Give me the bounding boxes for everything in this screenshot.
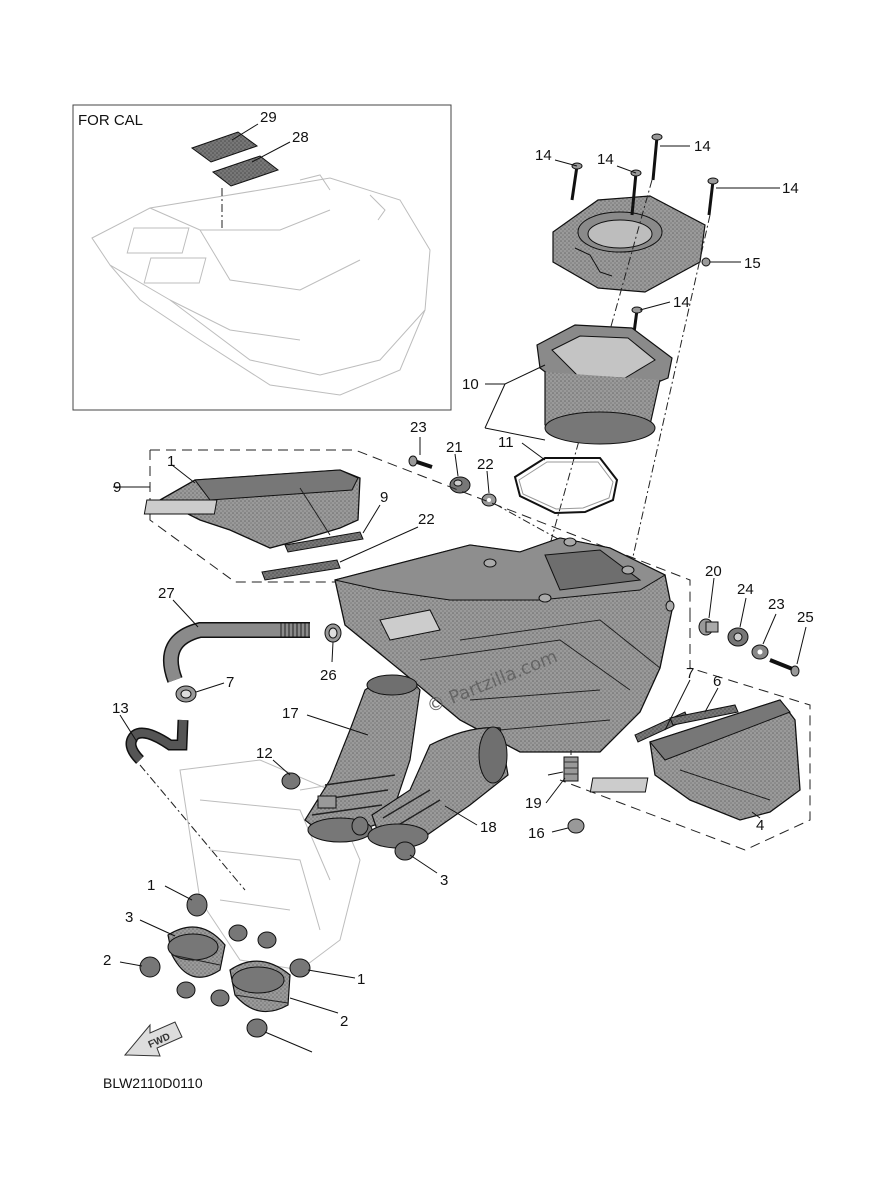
bolt-14 (651, 133, 663, 181)
label-sheet-28 (211, 155, 280, 187)
callout-24: 23 (768, 596, 785, 613)
clamp-17 (281, 772, 301, 790)
bolt-23 (408, 455, 433, 469)
connector-part (317, 795, 369, 836)
callout-7: 7 (686, 665, 694, 682)
callout-23: 23 (410, 419, 427, 436)
callout-18: 19 (525, 795, 542, 812)
washer-24 (751, 644, 769, 660)
gasket-11 (513, 457, 619, 515)
callout-14: 14 (535, 147, 552, 164)
callout-16: 3 (440, 872, 448, 889)
clamp-19 (567, 818, 585, 834)
small-clamp (257, 931, 277, 949)
callout-3: 2 (103, 952, 111, 969)
callout-14: 14 (597, 151, 614, 168)
callout-12: 18 (480, 819, 497, 836)
grommet-20 (727, 627, 749, 647)
callout-4: 13 (112, 700, 129, 717)
fwd-arrow: FWD (123, 1021, 183, 1057)
for-cal-inset: FOR CAL 29 28 (72, 104, 452, 411)
callout-22: 22 (477, 456, 494, 473)
callout-20: 24 (737, 581, 754, 598)
callout-13: 17 (282, 705, 299, 722)
funnel-10 (536, 324, 673, 445)
joint-1 (167, 926, 226, 978)
bolt-14 (707, 177, 719, 216)
callout-14: 14 (782, 180, 799, 197)
clamp-3 (139, 956, 161, 978)
callout-19: 16 (528, 825, 545, 842)
airbox-main (334, 537, 675, 753)
callout-28: 28 (292, 129, 309, 146)
callout-14: 14 (673, 294, 690, 311)
clamp-27 (324, 623, 342, 643)
bolt-14-group (570, 133, 719, 349)
callout-1: 9 (113, 479, 121, 496)
callout-27: 26 (320, 667, 337, 684)
clamp-2 (289, 958, 311, 978)
callout-6: 4 (756, 817, 764, 834)
callout-29: 29 (260, 109, 277, 126)
dashed-group-left (149, 450, 335, 583)
callout-21: 21 (446, 439, 463, 456)
small-clamp (210, 989, 230, 1007)
clamp-3 (186, 893, 208, 917)
small-clamp (176, 981, 196, 999)
intake-duct-12 (367, 726, 509, 849)
inset-airbox-ghost (91, 174, 431, 396)
bolt-14 (630, 169, 642, 216)
joint-1 (229, 960, 291, 1013)
callout-22: 20 (705, 563, 722, 580)
callout-25: 27 (158, 585, 175, 602)
clamp-16 (394, 841, 416, 861)
inset-label: FOR CAL (78, 112, 143, 129)
callout-9: 22 (418, 511, 435, 528)
callout-23: 25 (797, 609, 814, 626)
clamp-26 (175, 685, 197, 703)
cover-8 (143, 469, 361, 549)
strip-7 (669, 704, 739, 726)
bolt-14 (570, 162, 583, 201)
callout-11: 11 (498, 434, 514, 451)
callout-1: 3 (125, 909, 133, 926)
callout-1: 2 (340, 1013, 348, 1030)
callout-2: 1 (357, 971, 365, 988)
hose-4 (125, 719, 189, 764)
bolt-23 (769, 658, 800, 677)
small-clamp (228, 924, 248, 942)
callout-9: 9 (380, 489, 388, 506)
grommet-21 (449, 476, 471, 494)
callout-26: 7 (226, 674, 234, 691)
hose-25 (163, 622, 310, 683)
callout-7: 6 (713, 673, 721, 690)
callout-8: 1 (167, 453, 175, 470)
callout-17: 12 (256, 745, 273, 762)
callout-15: 15 (744, 255, 761, 272)
callout-10: 10 (462, 376, 479, 393)
label-sheet-29 (190, 131, 259, 163)
strip-9 (284, 531, 364, 553)
dashed-group-right (559, 612, 811, 851)
joint-plate-15 (552, 195, 711, 293)
clamp-2 (246, 1018, 268, 1038)
callout-14: 14 (694, 138, 711, 155)
collar-22 (698, 618, 719, 636)
dashed-group-upper (150, 449, 691, 612)
callout-3: 1 (147, 877, 155, 894)
strip-9 (261, 559, 341, 581)
drain-plug-18 (563, 756, 579, 782)
diagram-code: BLW2110D0110 (103, 1075, 203, 1091)
cover-6 (589, 699, 801, 821)
